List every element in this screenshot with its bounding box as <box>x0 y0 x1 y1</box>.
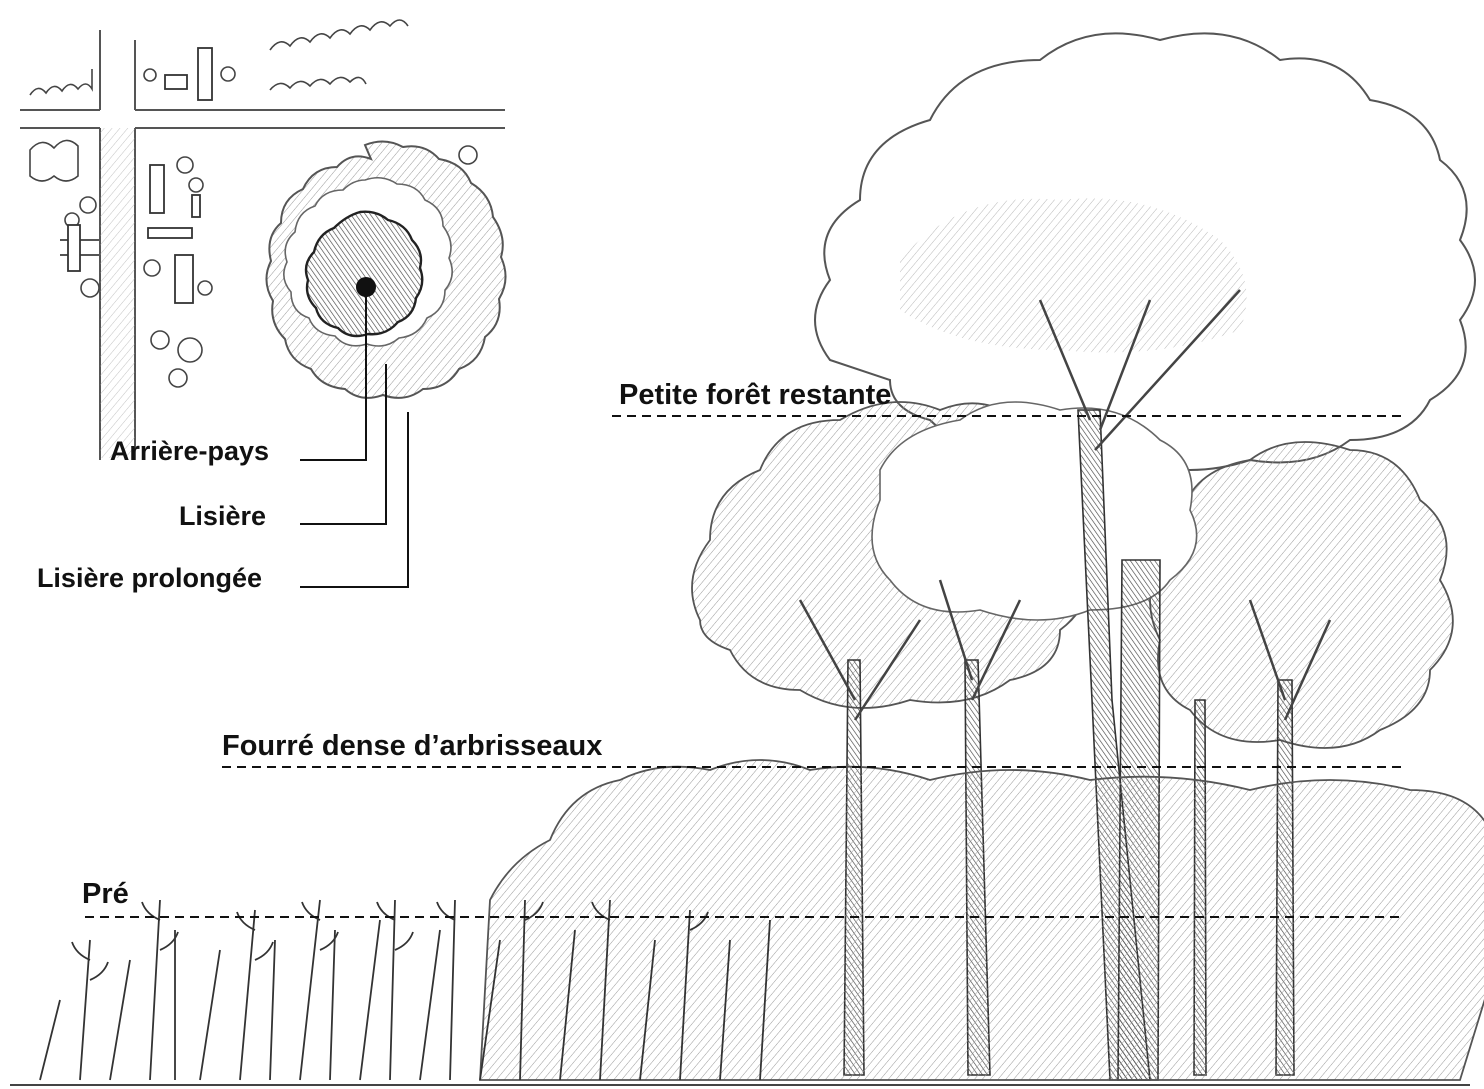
thicket-label: Fourré dense d’arbrisseaux <box>222 730 602 762</box>
inset-map: Arrière-pays Lisière Lisière prolongée <box>20 20 506 593</box>
forest-profile <box>10 33 1484 1085</box>
hinterland-label: Arrière-pays <box>110 436 269 466</box>
extended-edge-label: Lisière prolongée <box>37 563 262 593</box>
meadow-label: Pré <box>82 878 129 910</box>
road-shading <box>100 128 135 458</box>
shrub-thicket <box>480 760 1484 1080</box>
edge-label: Lisière <box>179 501 266 531</box>
forest-label: Petite forêt restante <box>619 379 891 411</box>
